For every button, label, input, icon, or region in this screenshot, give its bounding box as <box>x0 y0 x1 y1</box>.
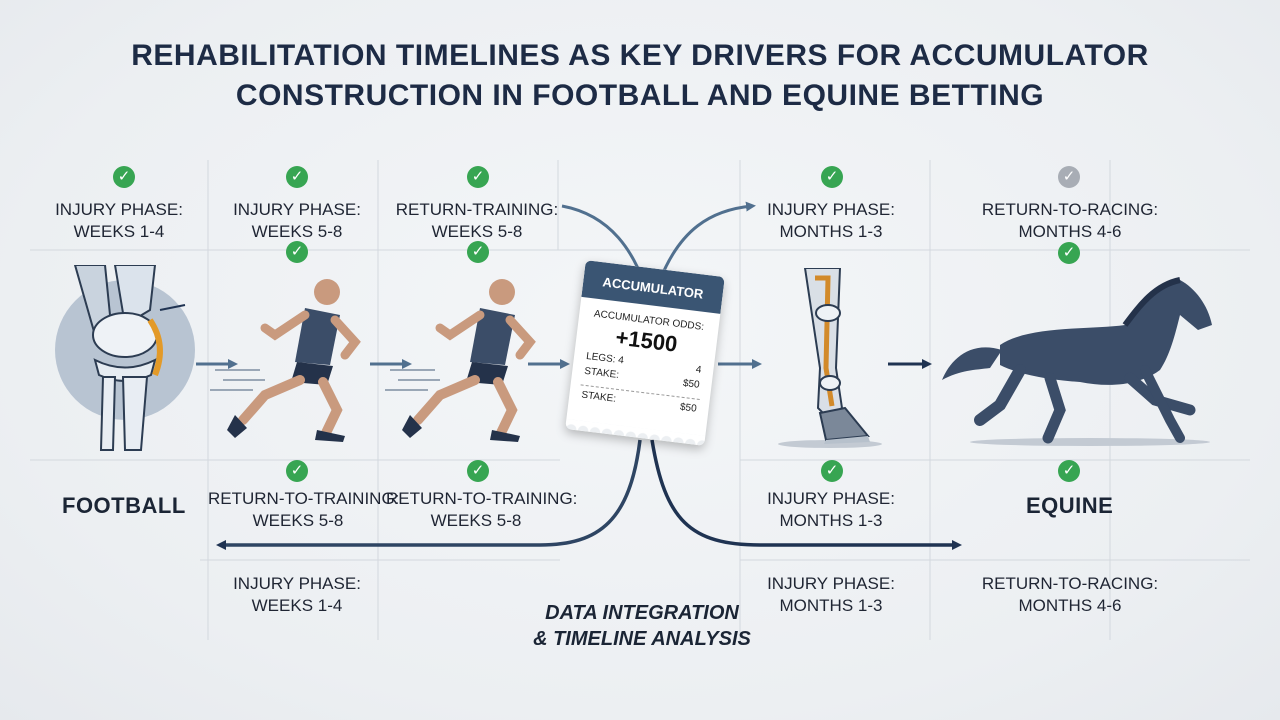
check-icon: ✓ <box>1058 460 1080 482</box>
equine-phase-label: INJURY PHASE:MONTHS 1-3 <box>767 574 895 615</box>
horse-leg-icon <box>778 268 882 448</box>
football-phase-label: RETURN-TRAINING:WEEKS 5-8 <box>395 200 559 241</box>
ticket-perforation <box>565 418 706 446</box>
football-phase-label: RETURN-TO-TRAINING:WEEKS 5-8 <box>208 489 400 530</box>
check-icon: ✓ <box>821 166 843 188</box>
check-icon: ✓ <box>1058 166 1080 188</box>
equine-phase-label: INJURY PHASE:MONTHS 1-3 <box>767 200 895 241</box>
equine-phase-label: RETURN-TO-RACING:MONTHS 4-6 <box>981 200 1159 241</box>
accumulator-ticket: ACCUMULATOR ACCUMULATOR ODDS: +1500 LEGS… <box>565 260 725 446</box>
check-icon: ✓ <box>467 460 489 482</box>
runner-icon <box>210 279 361 442</box>
page-title: REHABILITATION TIMELINES AS KEY DRIVERS … <box>0 36 1280 116</box>
check-icon: ✓ <box>467 241 489 263</box>
check-icon: ✓ <box>286 241 308 263</box>
knee-joint-icon <box>55 265 195 451</box>
title-line-1: REHABILITATION TIMELINES AS KEY DRIVERS … <box>131 39 1149 72</box>
check-icon: ✓ <box>286 166 308 188</box>
runner-icon <box>385 279 536 442</box>
equine-label: EQUINE <box>1026 493 1114 518</box>
football-phase-label: INJURY PHASE:WEEKS 1-4 <box>233 574 361 615</box>
arrow-icon <box>658 201 756 281</box>
football-phase-label: INJURY PHASE:WEEKS 1-4 <box>55 200 183 241</box>
football-phase-label: INJURY PHASE:WEEKS 5-8 <box>233 200 361 241</box>
data-integration-caption: DATA INTEGRATION & TIMELINE ANALYSIS <box>533 602 751 650</box>
check-icon: ✓ <box>286 460 308 482</box>
check-icon: ✓ <box>1058 242 1080 264</box>
football-label: FOOTBALL <box>62 493 186 518</box>
check-icon: ✓ <box>467 166 489 188</box>
ticket-header: ACCUMULATOR <box>581 260 725 314</box>
football-phase-label: RETURN-TO-TRAINING:WEEKS 5-8 <box>386 489 578 530</box>
check-icon: ✓ <box>113 166 135 188</box>
check-icon: ✓ <box>821 460 843 482</box>
horse-icon <box>942 277 1212 446</box>
title-line-2: CONSTRUCTION IN FOOTBALL AND EQUINE BETT… <box>235 79 1045 112</box>
equine-phase-label: INJURY PHASE:MONTHS 1-3 <box>767 489 895 530</box>
equine-phase-label: RETURN-TO-RACING:MONTHS 4-6 <box>981 574 1159 615</box>
